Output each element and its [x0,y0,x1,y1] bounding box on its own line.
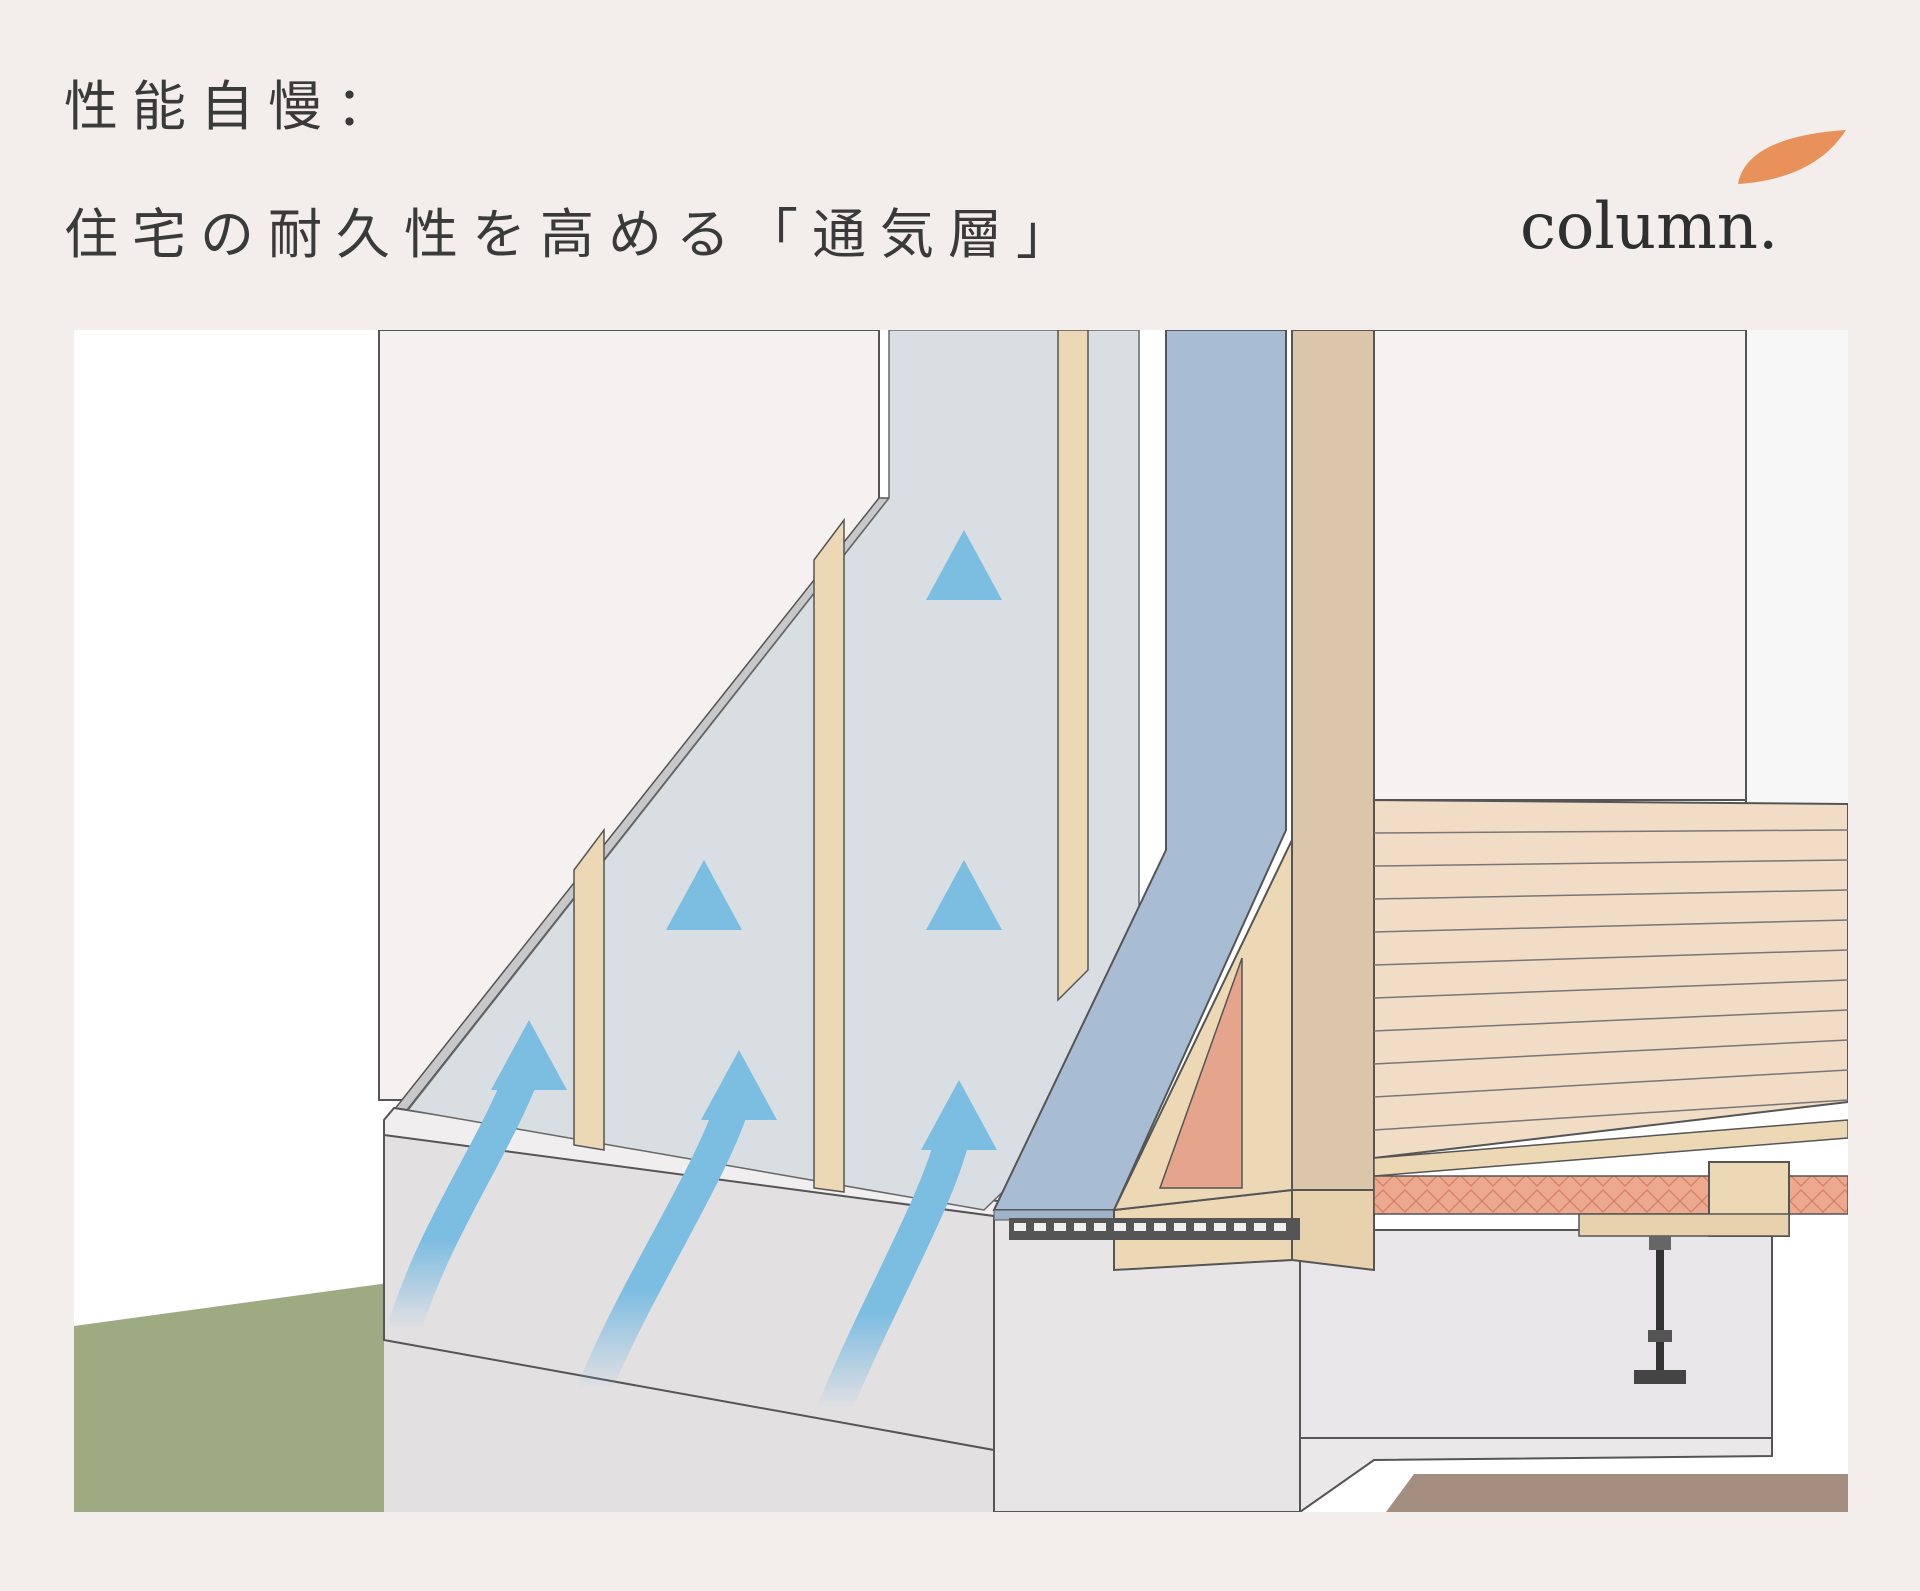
airflow-arrow-icon [926,530,1002,697]
airflow-arrow-icon [387,1020,567,1347]
stud-frame [1112,839,1293,1212]
page-title: 性能自慢： [64,75,404,138]
foundation-packing [1009,1218,1300,1240]
crawl-space [1299,1229,1773,1439]
floor-beam [1578,1213,1790,1237]
leaf-icon [1738,130,1846,184]
steel-floor-post [1634,1236,1686,1384]
foundation-footing [1299,1437,1773,1512]
page-subtitle: 住宅の耐久性を高める「通気層」 [64,203,1084,266]
furring-strip [573,827,605,1151]
airflow-arrow-icon [666,860,742,1037]
ventilation-layer-diagram [74,330,1848,1512]
airflow-arrow-icon [926,860,1002,1037]
floor-subfloor [1373,1119,1848,1177]
interior-wall-side [1746,330,1848,810]
wall-insulation [1158,957,1243,1189]
sill-beam-front [1291,1189,1375,1272]
wall-post [1291,330,1375,1191]
furring-strip [813,517,845,1193]
furring-strip [1057,330,1089,1002]
floor-boards [1373,798,1848,1160]
airflow-arrow-icon [817,1080,997,1427]
airflow-arrow-icon [577,1050,777,1407]
soil [1386,1474,1848,1512]
brand-logo-text: column. [1520,190,1779,264]
